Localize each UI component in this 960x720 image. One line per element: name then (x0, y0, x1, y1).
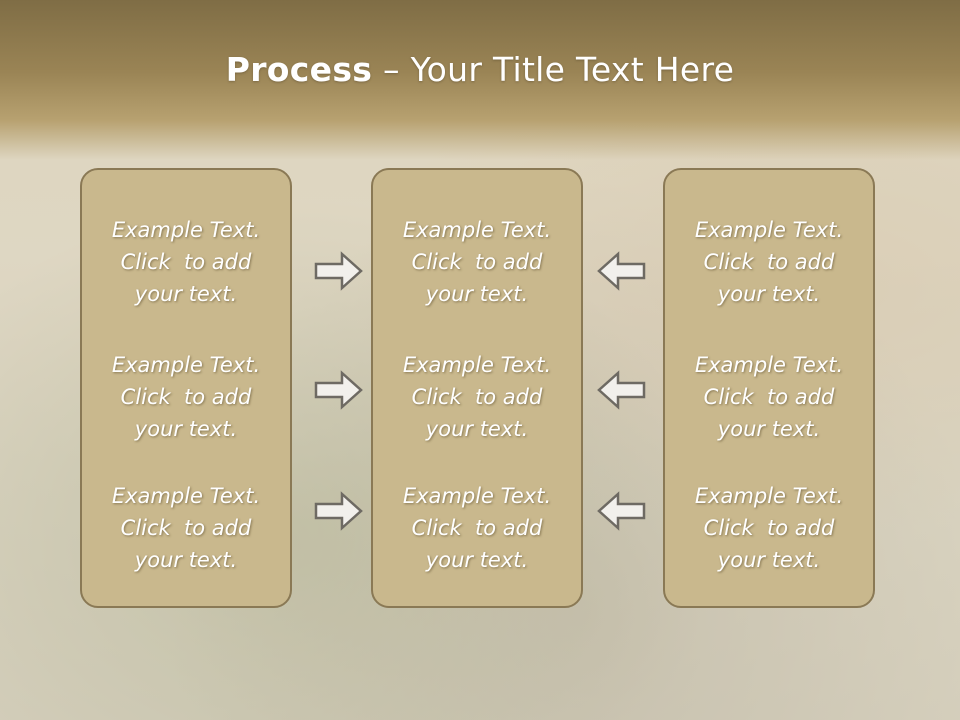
process-panel-left[interactable]: Example Text. Click to add your text. Ex… (80, 168, 292, 608)
right-arrow-icon[interactable] (314, 491, 364, 531)
text-line: your text. (134, 417, 238, 441)
right-arrow-icon[interactable] (314, 251, 364, 291)
left-arrow-icon[interactable] (596, 370, 646, 410)
text-line: Click to add (120, 516, 252, 540)
text-line: Example Text. (111, 218, 261, 242)
text-block[interactable]: Example Text. Click to add your text. (665, 480, 873, 576)
text-line: Click to add (411, 250, 543, 274)
text-line: Click to add (703, 385, 835, 409)
text-line: Example Text. (694, 484, 844, 508)
text-block[interactable]: Example Text. Click to add your text. (373, 349, 581, 445)
text-line: Example Text. (111, 353, 261, 377)
text-line: Example Text. (111, 484, 261, 508)
text-line: your text. (425, 417, 529, 441)
text-line: your text. (425, 282, 529, 306)
text-block[interactable]: Example Text. Click to add your text. (373, 214, 581, 310)
text-line: your text. (425, 548, 529, 572)
text-line: Example Text. (402, 353, 552, 377)
text-line: Click to add (411, 385, 543, 409)
left-arrow-icon[interactable] (596, 491, 646, 531)
text-line: your text. (717, 282, 821, 306)
text-line: Click to add (120, 385, 252, 409)
title-rest: – Your Title Text Here (372, 50, 735, 89)
text-line: Click to add (703, 250, 835, 274)
text-block[interactable]: Example Text. Click to add your text. (373, 480, 581, 576)
text-block[interactable]: Example Text. Click to add your text. (82, 214, 290, 310)
text-line: Example Text. (694, 218, 844, 242)
text-line: Example Text. (402, 484, 552, 508)
text-line: your text. (717, 548, 821, 572)
text-block[interactable]: Example Text. Click to add your text. (665, 214, 873, 310)
title-bold: Process (225, 50, 373, 89)
text-line: your text. (134, 548, 238, 572)
slide-title[interactable]: Process – Your Title Text Here (0, 50, 960, 89)
text-line: your text. (134, 282, 238, 306)
text-line: Click to add (411, 516, 543, 540)
text-line: Example Text. (402, 218, 552, 242)
text-line: your text. (717, 417, 821, 441)
process-panel-right[interactable]: Example Text. Click to add your text. Ex… (663, 168, 875, 608)
text-line: Example Text. (694, 353, 844, 377)
left-arrow-icon[interactable] (596, 251, 646, 291)
title-band (0, 0, 960, 160)
text-line: Click to add (120, 250, 252, 274)
text-block[interactable]: Example Text. Click to add your text. (82, 480, 290, 576)
right-arrow-icon[interactable] (314, 370, 364, 410)
text-block[interactable]: Example Text. Click to add your text. (82, 349, 290, 445)
process-panel-center[interactable]: Example Text. Click to add your text. Ex… (371, 168, 583, 608)
text-block[interactable]: Example Text. Click to add your text. (665, 349, 873, 445)
text-line: Click to add (703, 516, 835, 540)
